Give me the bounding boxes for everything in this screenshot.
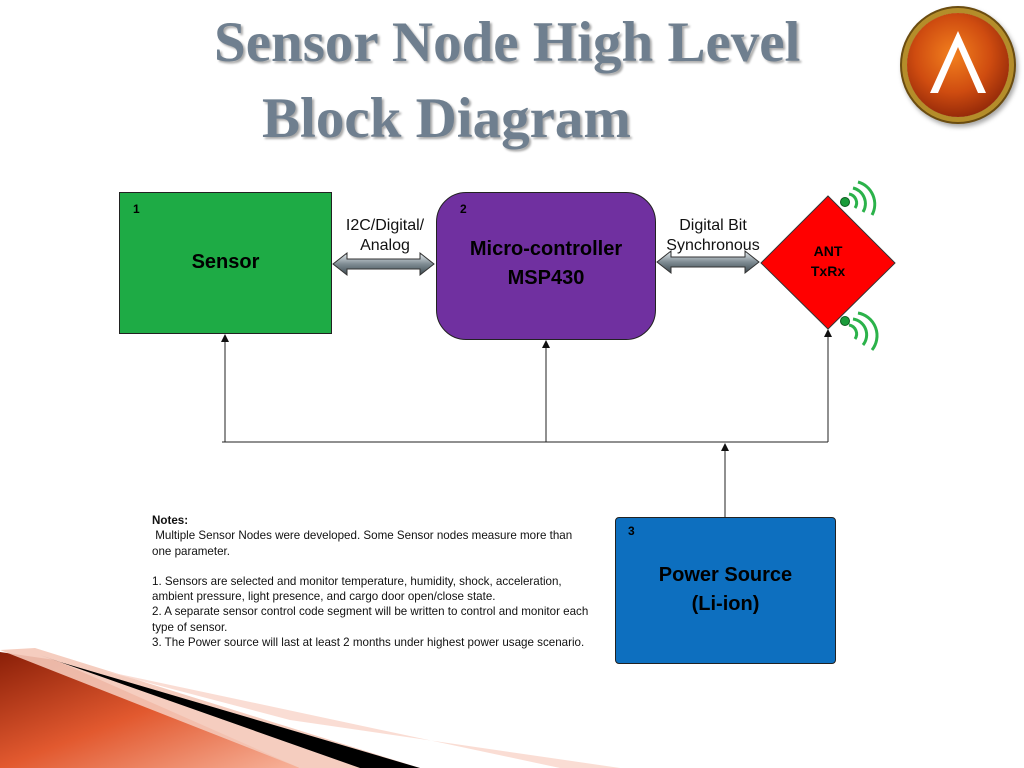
notes-heading: Notes: (152, 514, 189, 527)
sensor-block-label: Sensor (191, 251, 260, 273)
notes-item-2: 2. A separate sensor control code segmen… (152, 605, 589, 634)
sensor-mcu-link-label: I2C/Digital/ Analog (330, 216, 440, 256)
power-block-label-line2: (Li-ion) (691, 593, 760, 615)
mcu-ant-link-label: Digital Bit Synchronous (655, 216, 771, 256)
sensor-mcu-link-label-line2: Analog (360, 237, 410, 254)
power-block-label-line1: Power Source (658, 564, 793, 586)
title-line-2: Block Diagram (262, 87, 631, 150)
notes-section: Notes: Multiple Sensor Nodes were develo… (152, 513, 592, 650)
sensor-block-number: 1 (133, 202, 140, 216)
notes-intro: Multiple Sensor Nodes were developed. So… (152, 529, 576, 558)
power-source-block: 3 Power Source (Li-ion) (615, 517, 836, 664)
mcu-block-number: 2 (460, 202, 467, 216)
mcu-ant-link-label-line1: Digital Bit (679, 217, 747, 234)
sensor-mcu-bus-arrow (332, 251, 435, 277)
ant-label-line1: ANT (813, 243, 843, 259)
sensor-mcu-link-label-line1: I2C/Digital/ (345, 217, 425, 234)
sensor-block: 1 Sensor (119, 192, 332, 334)
power-block-number: 3 (628, 524, 635, 538)
notes-item-3: 3. The Power source will last at least 2… (152, 636, 585, 650)
logo-lambda-icon (907, 13, 1009, 117)
mcu-block-label-line1: Micro-controller (469, 238, 623, 260)
ant-label-line2: TxRx (810, 263, 846, 279)
mcu-ant-link-label-line2: Synchronous (666, 237, 760, 254)
ant-diamond (760, 195, 896, 330)
title-line-1: Sensor Node High Level (214, 11, 801, 74)
notes-item-1: 1. Sensors are selected and monitor temp… (152, 574, 562, 604)
mcu-block-label-line2: MSP430 (507, 267, 585, 289)
wireless-signal-icon (840, 311, 879, 351)
wireless-signal-icon (840, 180, 877, 216)
mcu-ant-bus-arrow (656, 249, 760, 275)
microcontroller-block: 2 Micro-controller MSP430 (436, 192, 656, 340)
